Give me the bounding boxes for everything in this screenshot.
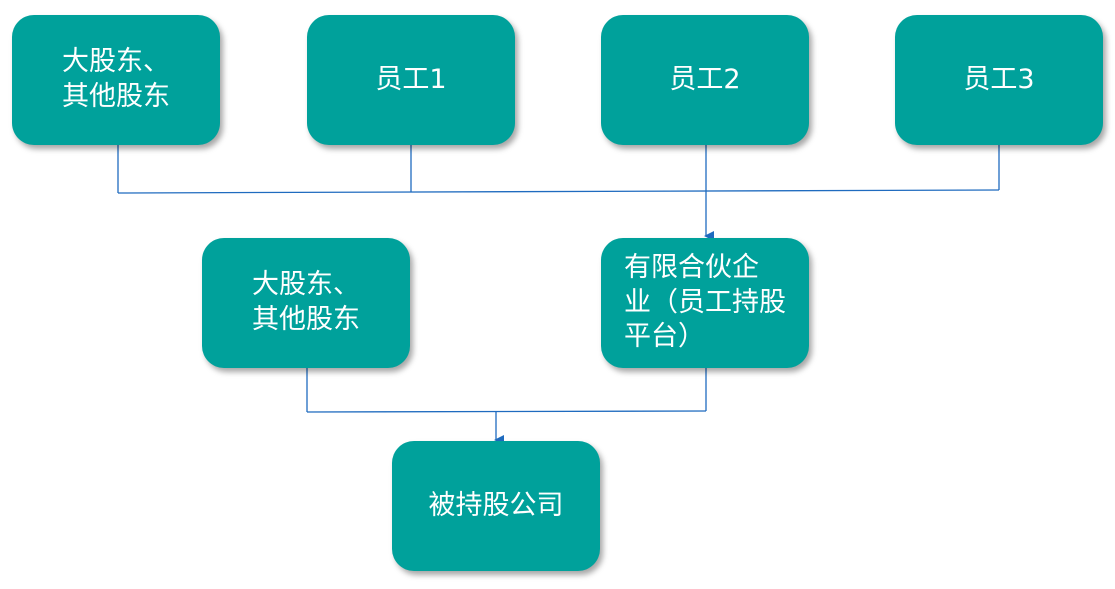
node-held-company: 被持股公司 bbox=[392, 441, 600, 571]
connector-line bbox=[306, 410, 707, 413]
node-label: 被持股公司 bbox=[428, 489, 564, 521]
node-label: 大股东、 其他股东 bbox=[252, 269, 360, 335]
connector-line bbox=[117, 189, 1000, 194]
node-label: 员工2 bbox=[669, 63, 741, 95]
node-employee-3: 员工3 bbox=[895, 15, 1103, 145]
node-major-shareholders-middle: 大股东、 其他股东 bbox=[202, 238, 410, 368]
node-limited-partnership: 有限合伙企 业（员工持股 平台） bbox=[601, 238, 809, 368]
node-label: 有限合伙企 业（员工持股 平台） bbox=[624, 252, 786, 353]
node-employee-2: 员工2 bbox=[601, 15, 809, 145]
node-employee-1: 员工1 bbox=[307, 15, 515, 145]
node-label: 员工3 bbox=[963, 63, 1035, 95]
node-label: 大股东、 其他股东 bbox=[62, 46, 170, 112]
node-major-shareholders-top: 大股东、 其他股东 bbox=[12, 15, 220, 145]
node-label: 员工1 bbox=[375, 63, 447, 95]
